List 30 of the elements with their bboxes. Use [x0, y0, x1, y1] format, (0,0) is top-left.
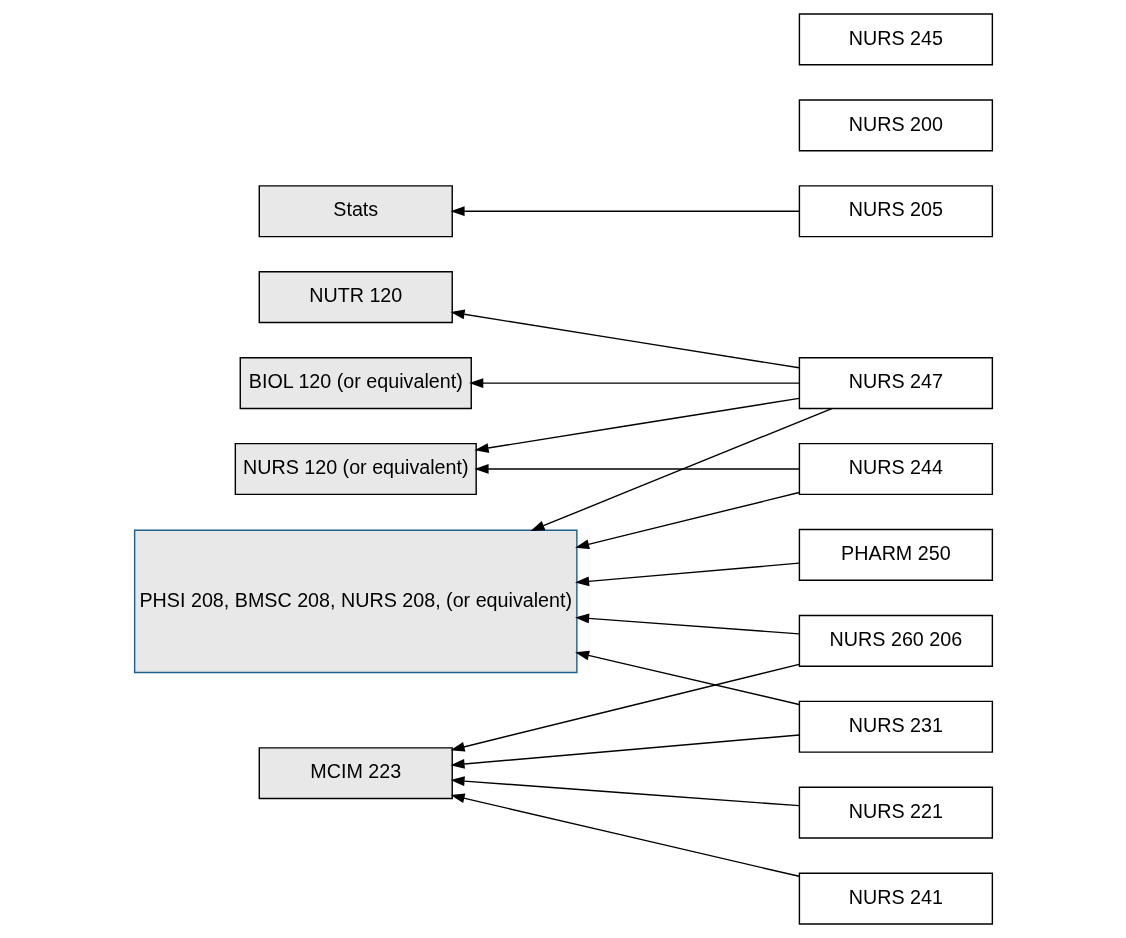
node-box: MCIM 223 — [258, 747, 453, 800]
node-box: NURS 221 — [798, 786, 993, 839]
node-box: NURS 205 — [798, 185, 993, 238]
node-box: NURS 120 (or equivalent) — [234, 442, 477, 496]
node-box: NURS 200 — [798, 99, 993, 152]
arrow — [450, 776, 800, 807]
node-box: NURS 244 — [798, 442, 993, 496]
arrow — [474, 464, 800, 474]
node-box: NURS 245 — [798, 13, 993, 66]
node-box: Stats — [258, 185, 453, 238]
arrow — [574, 613, 800, 635]
node-box: NURS 260 206 — [798, 614, 993, 667]
arrow — [450, 734, 800, 769]
node-box: NURS 231 — [798, 700, 993, 753]
arrow — [450, 663, 800, 752]
arrow — [574, 650, 800, 706]
node-box: NURS 241 — [798, 872, 993, 925]
arrow — [468, 378, 800, 389]
arrow — [450, 793, 800, 877]
arrow — [450, 206, 800, 217]
arrow — [574, 562, 800, 587]
arrow — [474, 397, 800, 453]
node-box: PHARM 250 — [798, 528, 993, 581]
node-box: PHSI 208, BMSC 208, NURS 208, (or equivalent) — [133, 529, 578, 674]
arrow — [450, 309, 800, 369]
node-box: NURS 247 — [798, 357, 993, 410]
arrow — [530, 407, 832, 531]
arrow — [574, 491, 800, 550]
node-box: BIOL 120 (or equivalent) — [239, 357, 472, 410]
node-box: NUTR 120 — [258, 271, 453, 324]
